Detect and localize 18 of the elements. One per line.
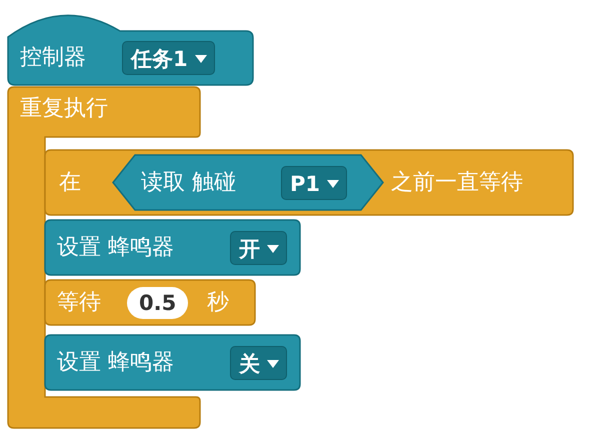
dropdown-menu: P1 <box>281 166 348 200</box>
condition-block <box>113 155 383 210</box>
block-label: 秒 <box>207 288 229 316</box>
block-label: 控制器 <box>20 44 86 72</box>
block-label: 重复执行 <box>20 95 108 123</box>
block-label: 等待 <box>57 288 101 316</box>
command-block <box>45 150 573 215</box>
block-label: 读取 触碰 <box>141 168 236 196</box>
block-label: 在 <box>59 168 81 196</box>
block-label: 设置 蜂鸣器 <box>57 348 174 376</box>
dropdown-menu: 任务1 <box>122 41 215 75</box>
block-label: 设置 蜂鸣器 <box>57 234 174 262</box>
block-label: 之前一直等待 <box>391 168 523 196</box>
command-block <box>45 280 255 325</box>
dropdown-menu: 关 <box>230 346 287 380</box>
command-block <box>45 335 300 390</box>
command-block <box>45 220 300 275</box>
dropdown-menu: 开 <box>230 230 287 264</box>
